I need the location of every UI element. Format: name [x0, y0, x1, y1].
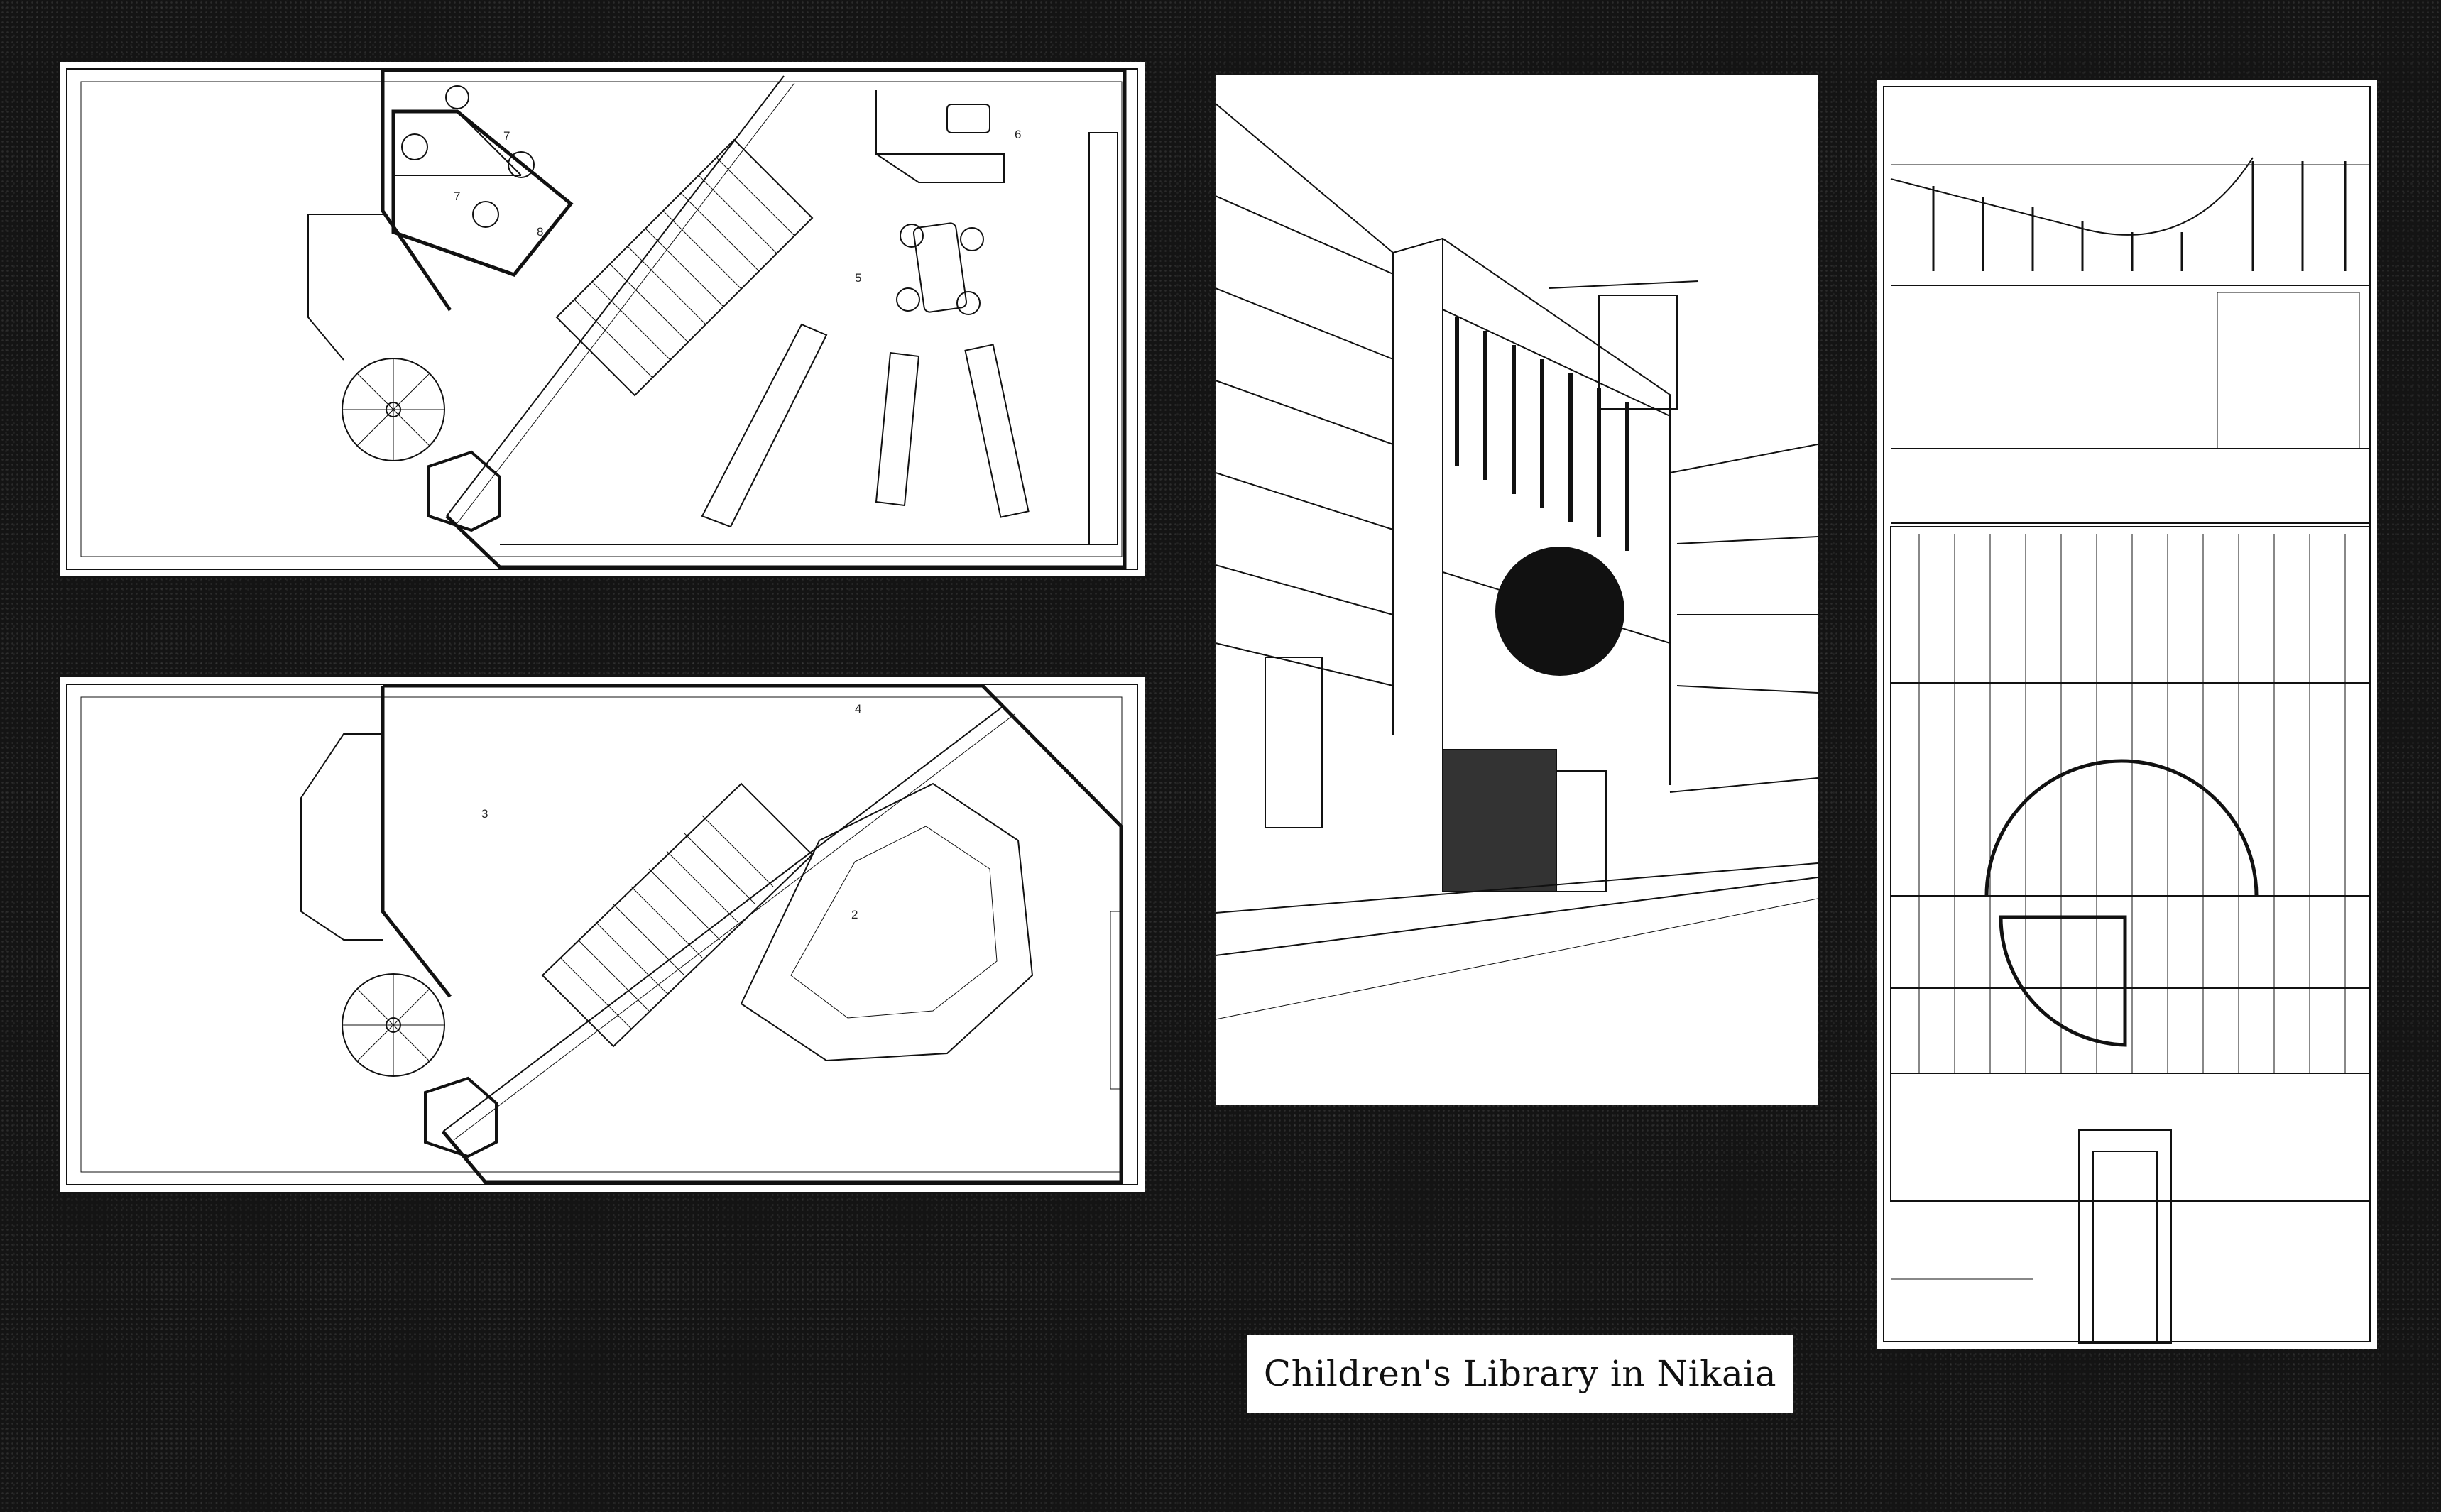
elevation-drawing — [1883, 86, 2371, 1344]
street-perspective — [1216, 75, 1818, 1105]
room-label-7a: 7 — [503, 129, 510, 143]
room-label-3: 3 — [481, 807, 488, 821]
room-label-7b: 7 — [454, 190, 460, 203]
caption-title: Children's Library in Nikaia — [1263, 1353, 1777, 1394]
front-elevation — [1877, 80, 2377, 1349]
lower-floor-plan: 2 3 4 — [60, 677, 1145, 1192]
upper-floor-plan: 5 6 7 7 8 — [60, 62, 1145, 576]
room-label-4: 4 — [855, 702, 861, 716]
room-label-2: 2 — [851, 908, 858, 921]
room-label-5: 5 — [855, 271, 861, 285]
upper-plan-drawing: 5 6 7 7 8 — [66, 68, 1138, 570]
room-label-8: 8 — [537, 225, 543, 239]
perspective-drawing — [1216, 103, 1818, 1020]
lower-plan-drawing: 2 3 4 — [66, 684, 1138, 1185]
room-label-6: 6 — [1015, 128, 1021, 141]
caption-box: Children's Library in Nikaia — [1247, 1335, 1793, 1413]
